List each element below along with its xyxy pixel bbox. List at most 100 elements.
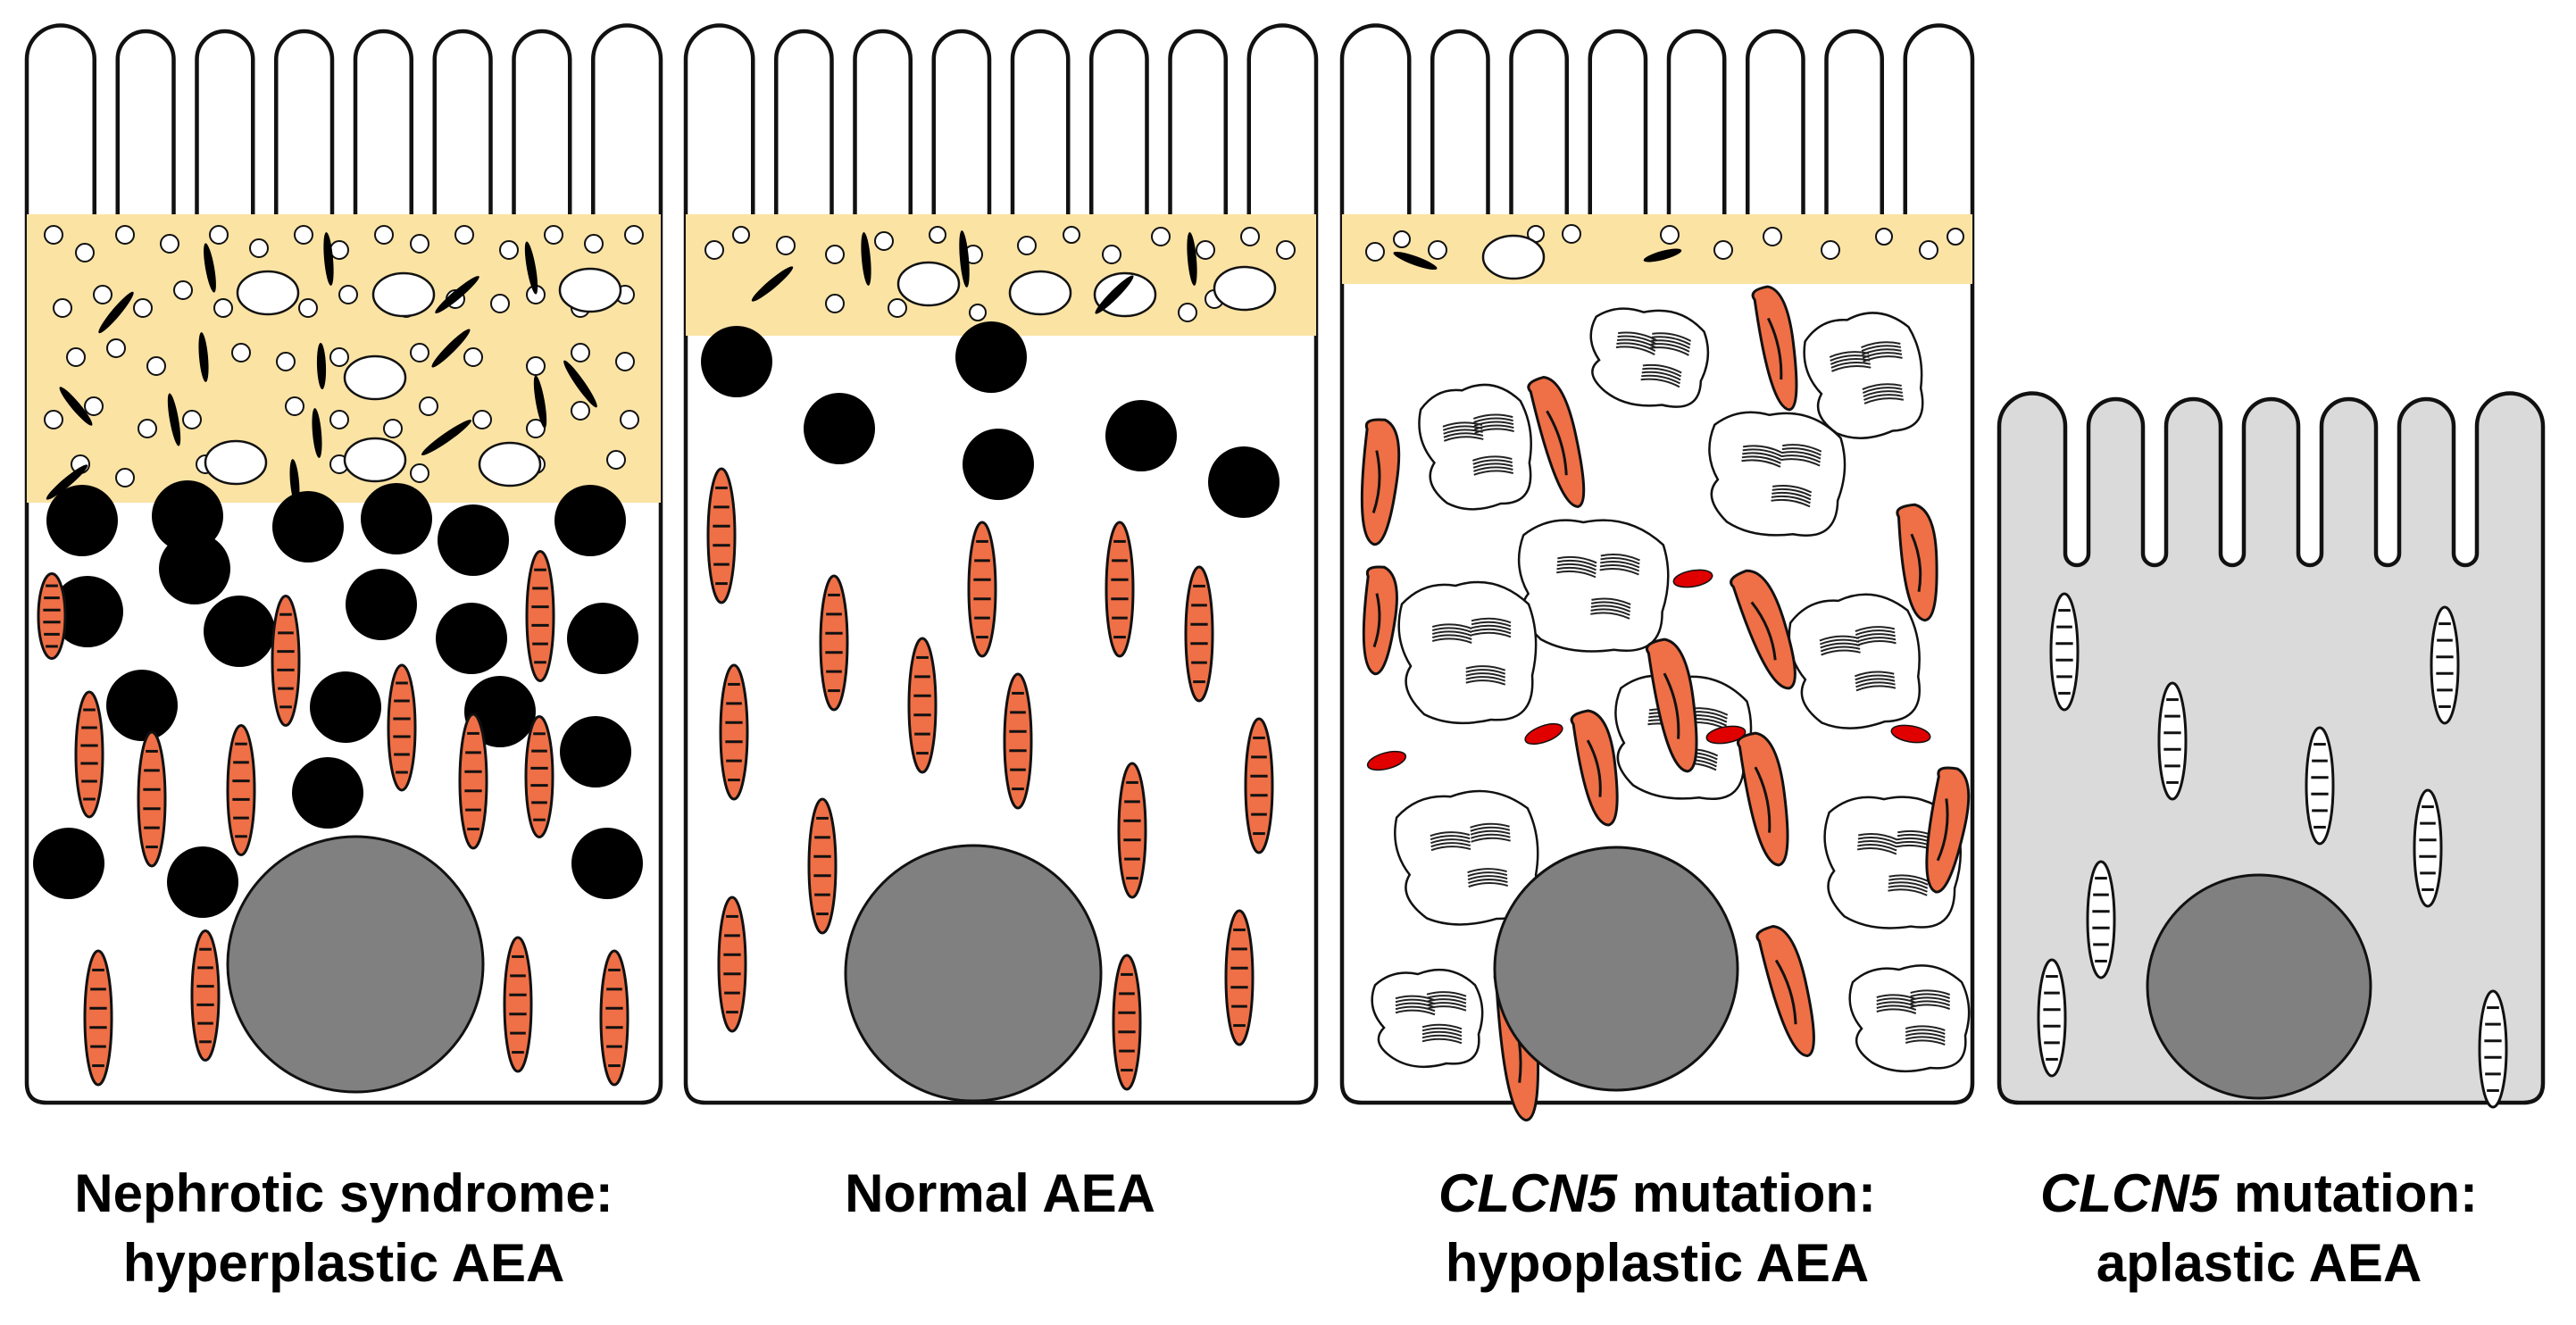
caption-hypoplastic: CLCN5 mutation: hypoplastic AEA (1354, 1159, 1961, 1298)
whorl-line (1615, 346, 1655, 355)
whorl-line (1649, 346, 1689, 356)
vesicle (584, 234, 604, 254)
mitochondrion (1244, 717, 1274, 854)
mitochondrion-body (1570, 709, 1619, 827)
vesicle (93, 285, 113, 304)
panel-hyperplastic (24, 23, 663, 1105)
whorl-line (1395, 1002, 1436, 1009)
whorl-line (1618, 331, 1657, 342)
whorl-line (1910, 996, 1951, 1003)
membrane-whorl (1855, 626, 1897, 646)
whorl-line (1471, 624, 1512, 631)
dense-tubule (204, 243, 216, 293)
vesicle (1276, 240, 1296, 260)
vesicle (1428, 240, 1447, 260)
swollen-mitochondrion (1527, 376, 1586, 508)
vesicle (825, 245, 845, 264)
mitochondrion (819, 574, 849, 712)
whorl-line (1443, 436, 1484, 442)
vesicle (374, 225, 394, 245)
mitochondrion-crista (1910, 533, 1922, 592)
caption-aplastic: CLCN5 mutation: aplastic AEA (1955, 1159, 2563, 1298)
whorl-line (1863, 394, 1904, 401)
mitochondrion-body (2430, 605, 2460, 725)
vesicle (115, 225, 135, 245)
membrane-whorl (1471, 617, 1512, 638)
whorl-line (1473, 424, 1514, 430)
mitochondrion-body (74, 690, 104, 819)
mitochondrion (190, 929, 221, 1062)
vesicle (276, 352, 296, 371)
vesicle (624, 225, 644, 245)
membrane-whorl (1741, 445, 1783, 468)
dense-tubule (1643, 248, 1682, 262)
vesicle (929, 226, 946, 244)
whorl-line (1473, 417, 1513, 423)
autophagic-vacuole (1788, 593, 1921, 729)
mitochondrion-body (1896, 503, 1938, 622)
vesicle (1178, 303, 1197, 322)
vesicle (133, 298, 153, 318)
membrane-whorl (1640, 363, 1682, 388)
mitochondrion-crista (1371, 450, 1381, 514)
mitochondrion-body (37, 572, 67, 660)
membrane-whorl (1599, 554, 1640, 576)
panel-aplastic (1997, 391, 2546, 1109)
autophagic-vacuole (1371, 968, 1484, 1069)
dense-tubule (198, 332, 209, 382)
whorl-line (1771, 495, 1811, 504)
mitochondrion-body (1751, 285, 1798, 412)
whorl-line (1855, 685, 1897, 692)
nucleus (1493, 846, 1739, 1092)
vesicle (1660, 225, 1680, 245)
mitochondrion (2413, 788, 2443, 908)
vesicle (160, 234, 179, 254)
whorl-line (1857, 840, 1897, 848)
autophagic-vacuole (1803, 312, 1924, 439)
endosome (371, 271, 436, 318)
whorl-line (1471, 837, 1511, 843)
mitochondrion-crista (1750, 601, 1777, 661)
whorl-line (1780, 458, 1821, 467)
caption-aplastic-line2: aplastic AEA (2096, 1233, 2422, 1293)
mitochondrion (83, 949, 113, 1087)
whorl-line (1590, 608, 1630, 616)
vesicle (173, 280, 193, 300)
whorl-line (1467, 868, 1507, 874)
vesicle (526, 419, 546, 438)
whorl-line (1819, 635, 1860, 642)
whorl-line (1772, 484, 1813, 494)
mitochondrion-crista (1586, 739, 1602, 797)
whorl-line (1742, 452, 1782, 461)
whorl-line (1470, 829, 1511, 836)
dense-tubule (46, 464, 88, 500)
dense-tubule (316, 343, 327, 389)
vesicle (298, 298, 318, 318)
mitochondrion (1184, 565, 1214, 703)
whorl-line (1616, 338, 1656, 349)
vesicle (472, 410, 492, 429)
mitochondrion (2037, 958, 2067, 1078)
whorl-line (1742, 445, 1783, 454)
dense-granule (963, 429, 1034, 500)
whorl-line (1431, 623, 1472, 629)
swollen-mitochondrion (1896, 503, 1938, 622)
autophagic-vacuole (1708, 411, 1847, 537)
mitochondrion-body (2037, 958, 2067, 1078)
vesicle (106, 338, 126, 358)
whorl-line (1819, 638, 1860, 646)
dense-tubule (1393, 251, 1438, 271)
nucleus (226, 835, 485, 1094)
whorl-line (1855, 681, 1896, 688)
whorl-line (1426, 1005, 1467, 1012)
whorl-line (1556, 559, 1597, 568)
dense-granule (346, 569, 417, 640)
whorl-line (1855, 637, 1897, 643)
vesicle (1196, 240, 1215, 260)
endosome (1093, 271, 1157, 318)
whorl-line (1468, 879, 1508, 885)
vesicle (1763, 227, 1782, 246)
whorl-line (1421, 1038, 1463, 1045)
mitochondrion-body (458, 712, 488, 850)
endosome (1481, 234, 1546, 280)
